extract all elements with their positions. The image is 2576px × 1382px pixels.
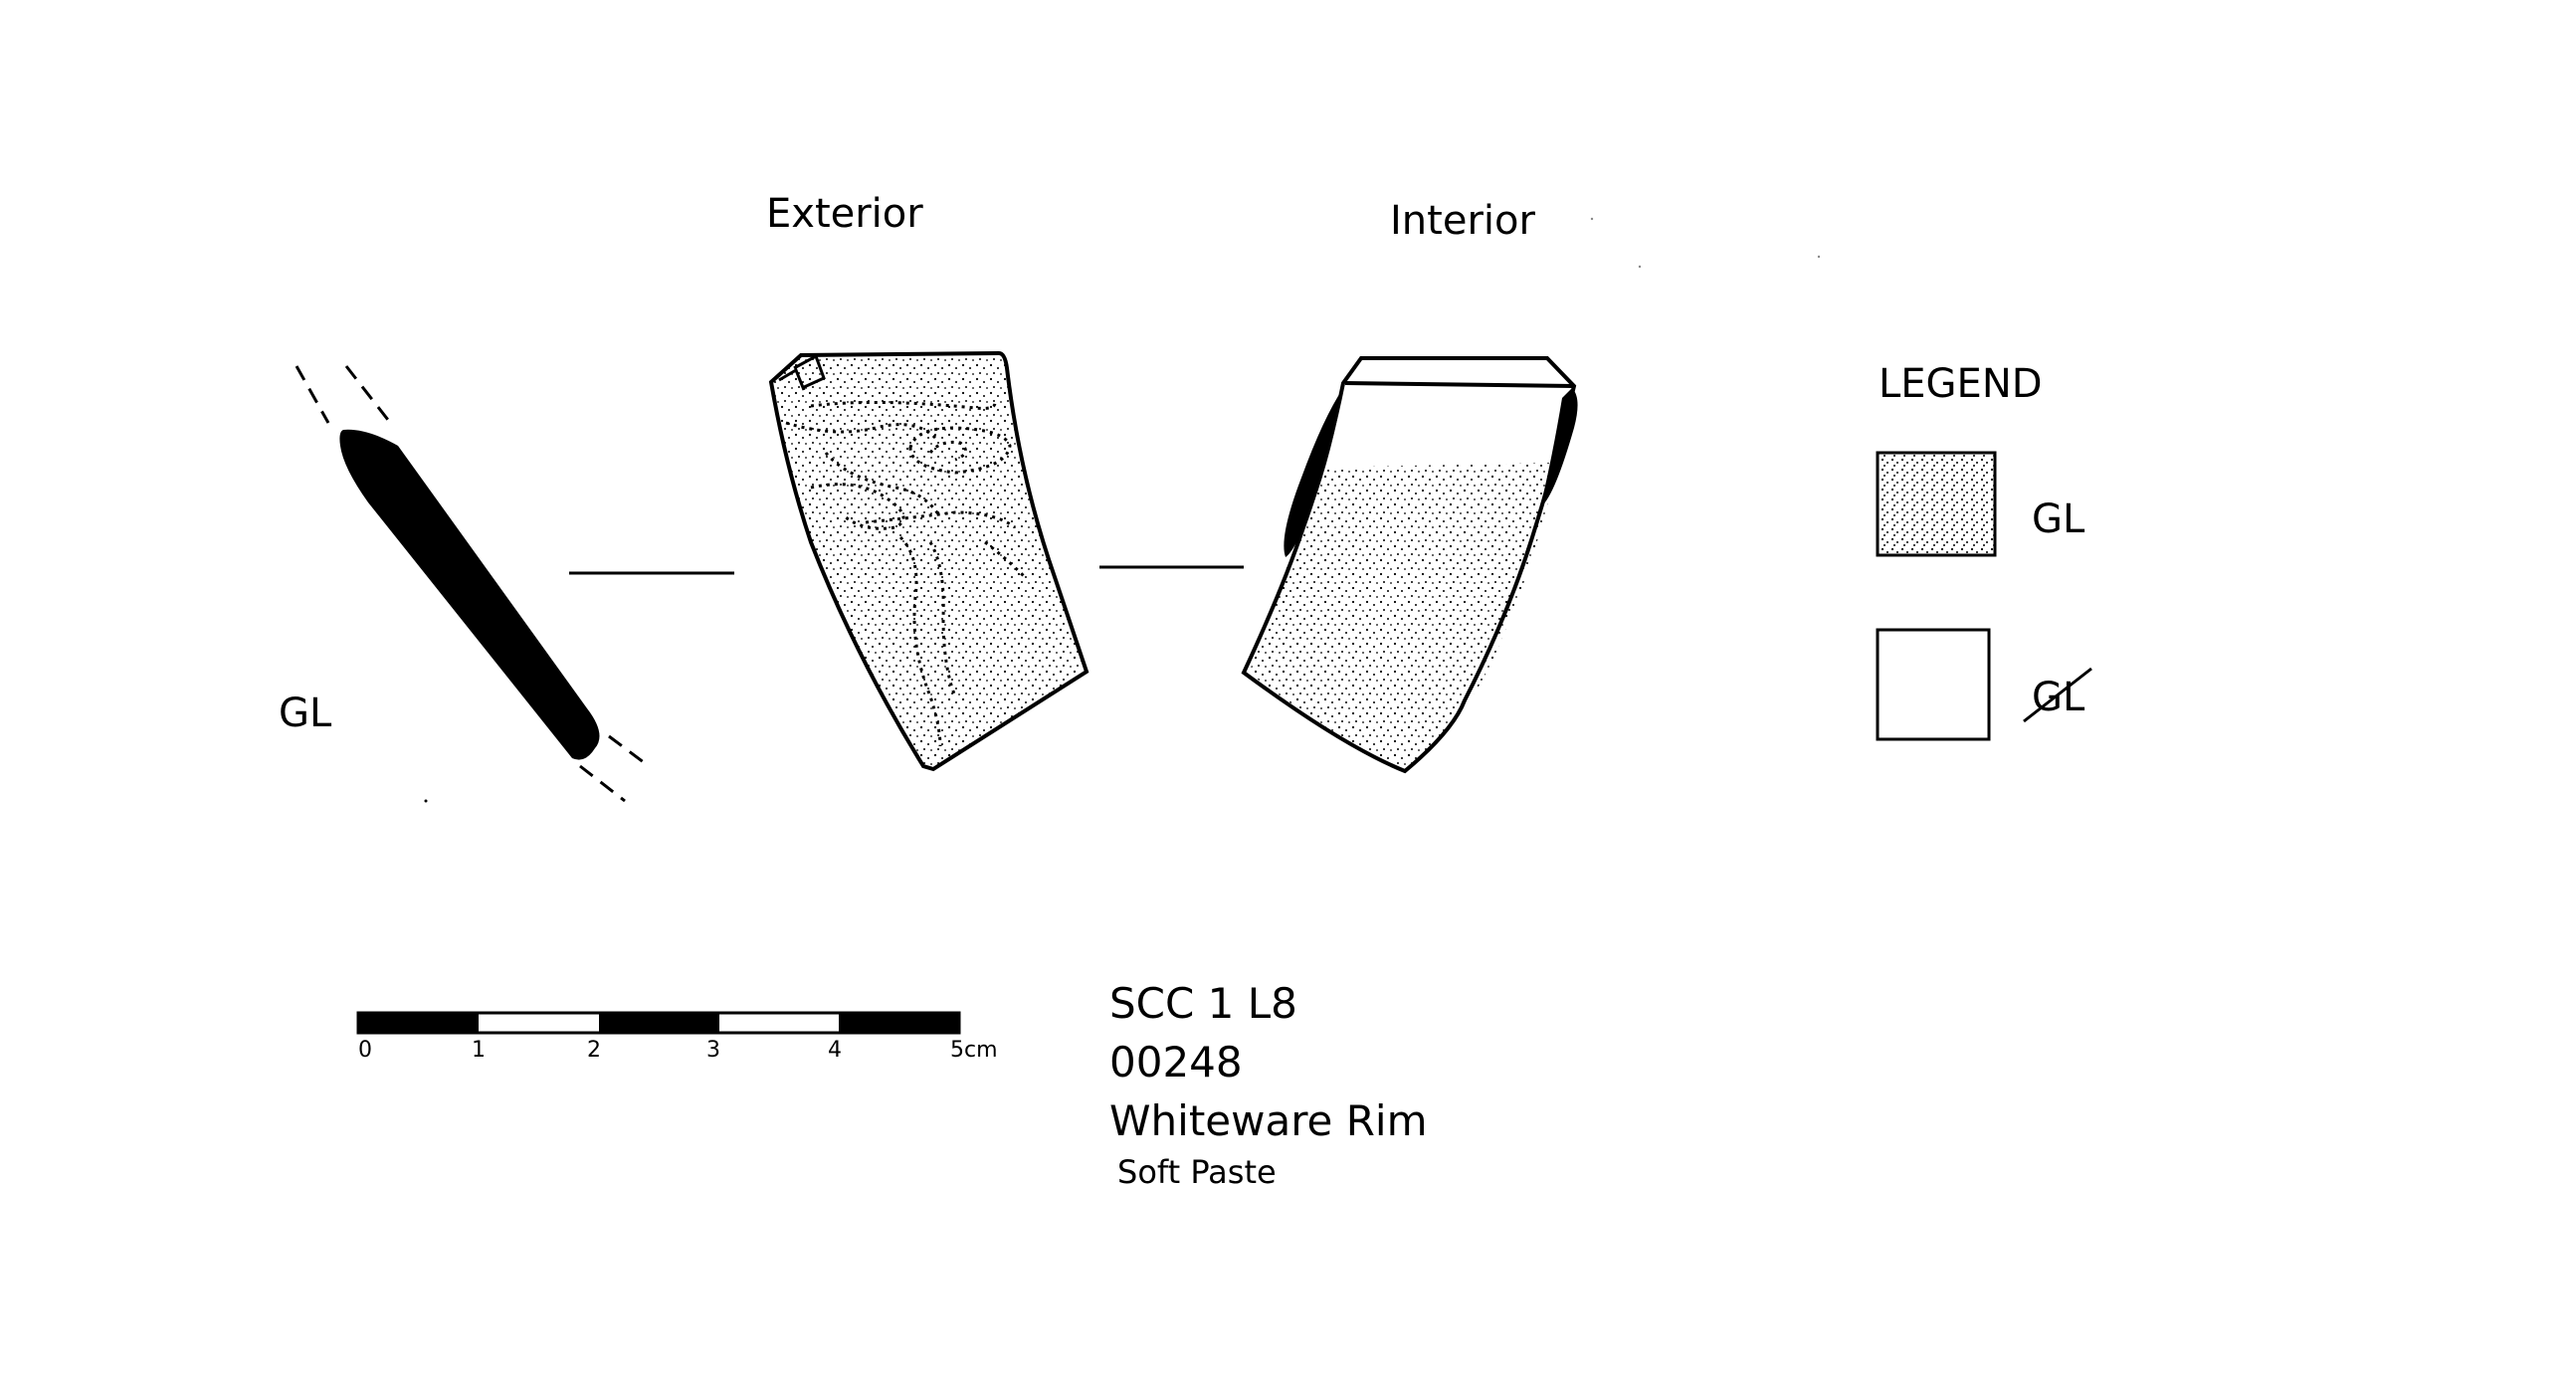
legend-glazed-label: GL	[2032, 496, 2085, 542]
exterior-view-title: Exterior	[766, 191, 923, 237]
profile-dashed-line-top-right	[344, 365, 390, 421]
legend-strikethrough-line	[2023, 667, 2092, 723]
catalog-description: Whiteware Rim	[1109, 1096, 1428, 1145]
interior-right-edge-shadow	[1540, 388, 1578, 507]
catalog-context: SCC 1 L8	[1109, 979, 1297, 1028]
stray-mark	[1817, 255, 1821, 259]
stray-mark	[1638, 265, 1642, 269]
profile-gl-label: GL	[279, 691, 332, 736]
exterior-outline	[768, 350, 1090, 772]
scale-tick-label: 5cm	[950, 1038, 998, 1063]
legend-title: LEGEND	[1879, 361, 2043, 407]
scale-bar	[356, 1011, 961, 1035]
stray-mark	[424, 799, 428, 803]
legend-glazed-swatch	[1876, 451, 1997, 557]
catalog-number: 00248	[1109, 1038, 1243, 1086]
profile-dashed-line-bottom-right	[608, 734, 650, 768]
profile-silhouette	[339, 429, 600, 760]
scale-tick-label: 0	[358, 1038, 372, 1063]
scale-tick-label: 2	[587, 1038, 601, 1063]
legend-unglazed-swatch	[1876, 628, 1991, 741]
scale-segment-black	[358, 1013, 479, 1033]
exterior-view	[768, 350, 1090, 772]
legend	[1876, 451, 2092, 741]
exterior-decoration	[785, 400, 1027, 747]
scale-tick-label: 1	[472, 1038, 486, 1063]
interior-glazed-area	[1249, 463, 1557, 768]
scale-segment-black	[599, 1013, 719, 1033]
profile-dashed-line-top-left	[295, 365, 330, 424]
interior-view-title: Interior	[1390, 198, 1535, 244]
scale-tick-label: 3	[706, 1038, 720, 1063]
legend-unglazed-label: GL	[2032, 675, 2085, 720]
scale-segment-black	[839, 1013, 959, 1033]
scale-tick-label: 4	[828, 1038, 842, 1063]
profile-section	[295, 365, 650, 803]
profile-dashed-line-bottom-left	[579, 764, 626, 803]
interior-view	[1241, 356, 1578, 774]
stray-mark	[1590, 217, 1594, 221]
catalog-note: Soft Paste	[1117, 1153, 1277, 1191]
interior-left-edge-shadow	[1284, 388, 1343, 557]
interior-rim-line	[1344, 381, 1575, 388]
exterior-rim-mark	[778, 353, 826, 391]
